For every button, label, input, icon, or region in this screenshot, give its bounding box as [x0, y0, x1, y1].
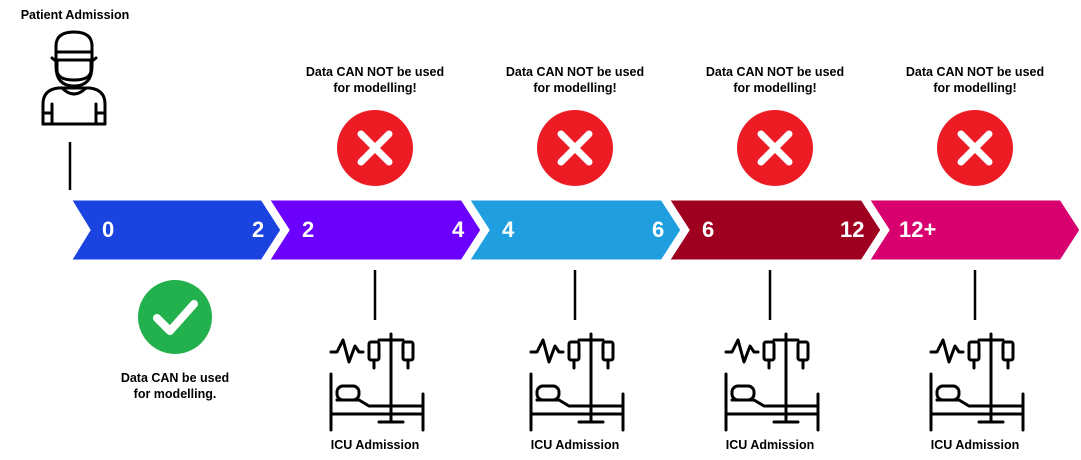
segment-start-label: 4	[502, 217, 515, 242]
segment-end-label: 4	[452, 217, 465, 242]
icu-bed-icon	[329, 332, 425, 432]
timeline-segment-4-6	[465, 197, 684, 263]
segment-end-label: 6	[652, 217, 665, 242]
forbidden-note-line2: for modelling!	[333, 81, 417, 95]
patient-admission-label: Patient Admission	[20, 8, 130, 22]
x-icon	[537, 110, 613, 186]
timeline-segment-6-12	[665, 197, 884, 263]
segment-start-label: 12+	[899, 217, 937, 242]
segment-end-label: 12	[840, 217, 865, 242]
timeline-segment-12-plus	[865, 197, 1081, 263]
forbidden-note: Data CAN NOT be used for modelling!	[885, 64, 1065, 96]
icu-bed-icon	[929, 332, 1025, 432]
x-icon	[337, 110, 413, 186]
segment-start-label: 6	[702, 217, 715, 242]
forbidden-note-line1: Data CAN NOT be used	[905, 65, 1045, 79]
icu-bed-icon	[724, 332, 820, 432]
x-icon	[937, 110, 1013, 186]
forbidden-note-line1: Data CAN NOT be used	[505, 65, 645, 79]
forbidden-note-line2: for modelling!	[533, 81, 617, 95]
check-icon	[138, 280, 212, 354]
patient-mask-icon	[41, 30, 107, 126]
allowed-note-line2: for modelling.	[133, 387, 217, 401]
forbidden-note-line2: for modelling!	[733, 81, 817, 95]
timeline-segment-2-4	[265, 197, 484, 263]
x-icon	[737, 110, 813, 186]
forbidden-note: Data CAN NOT be used for modelling!	[485, 64, 665, 96]
forbidden-note-line1: Data CAN NOT be used	[305, 65, 445, 79]
timeline-segment-0-2	[67, 197, 284, 263]
forbidden-note-line2: for modelling!	[933, 81, 1017, 95]
icu-admission-label: ICU Admission	[930, 438, 1020, 452]
forbidden-note: Data CAN NOT be used for modelling!	[285, 64, 465, 96]
icu-admission-label: ICU Admission	[530, 438, 620, 452]
allowed-note-line1: Data CAN be used	[120, 371, 230, 385]
allowed-note: Data CAN be used for modelling.	[95, 370, 255, 402]
forbidden-note-line1: Data CAN NOT be used	[705, 65, 845, 79]
segment-end-label: 2	[252, 217, 265, 242]
segment-start-label: 2	[302, 217, 315, 242]
icu-bed-icon	[529, 332, 625, 432]
icu-admission-label: ICU Admission	[725, 438, 815, 452]
icu-admission-label: ICU Admission	[330, 438, 420, 452]
forbidden-note: Data CAN NOT be used for modelling!	[685, 64, 865, 96]
segment-start-label: 0	[102, 217, 115, 242]
